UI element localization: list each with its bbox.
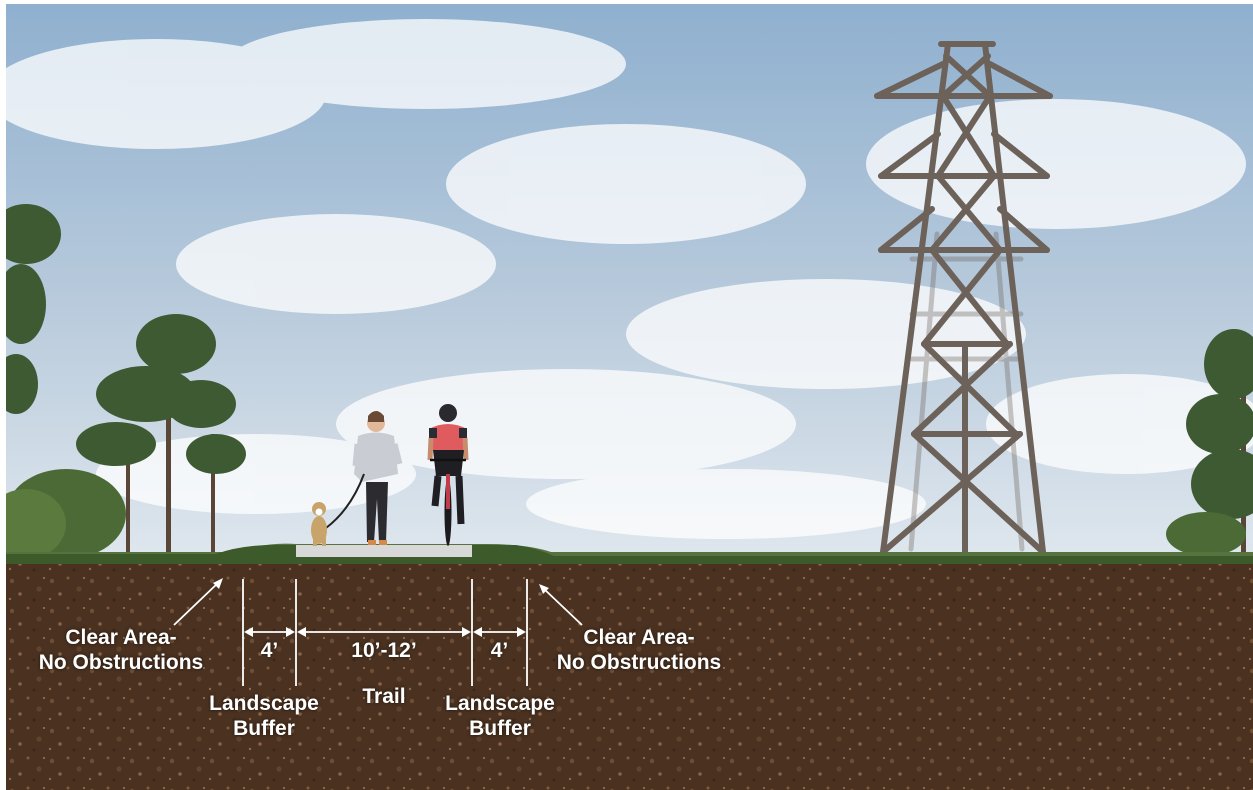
landscape-buffer-left-line2: Buffer xyxy=(233,717,295,740)
cyclist-icon xyxy=(427,404,469,546)
clear-area-left-label: Clear Area- No Obstructions xyxy=(36,625,206,675)
right-trees xyxy=(1166,329,1253,556)
dimension-lines xyxy=(173,578,583,686)
clear-area-right-label: Clear Area- No Obstructions xyxy=(554,625,724,675)
runner-icon xyxy=(352,411,403,545)
clear-area-right-line1: Clear Area- xyxy=(583,626,695,649)
dog-icon xyxy=(311,502,327,546)
transmission-tower-icon xyxy=(874,41,1053,555)
clear-area-left-line2: No Obstructions xyxy=(38,651,204,674)
landscape-buffer-right-line2: Buffer xyxy=(469,717,531,740)
landscape-buffer-left-label: Landscape Buffer xyxy=(199,691,329,741)
trail-cross-section: Clear Area- No Obstructions Clear Area- … xyxy=(6,4,1253,790)
soil xyxy=(6,560,1253,790)
grass-strip xyxy=(6,545,1253,564)
trail-surface xyxy=(296,545,472,557)
landscape-buffer-left-line1: Landscape xyxy=(209,692,319,715)
clear-area-right-line2: No Obstructions xyxy=(556,651,722,674)
trail-width-label: 10’-12’ xyxy=(351,639,417,662)
landscape-buffer-right-line1: Landscape xyxy=(445,692,555,715)
landscape-buffer-right-label: Landscape Buffer xyxy=(435,691,565,741)
buffer-right-width-label: 4’ xyxy=(490,639,509,662)
buffer-left-width-label: 4’ xyxy=(260,639,279,662)
trail-label: Trail xyxy=(362,685,406,708)
clouds xyxy=(6,19,1253,539)
clear-area-left-line1: Clear Area- xyxy=(65,626,177,649)
left-trees xyxy=(6,204,246,559)
